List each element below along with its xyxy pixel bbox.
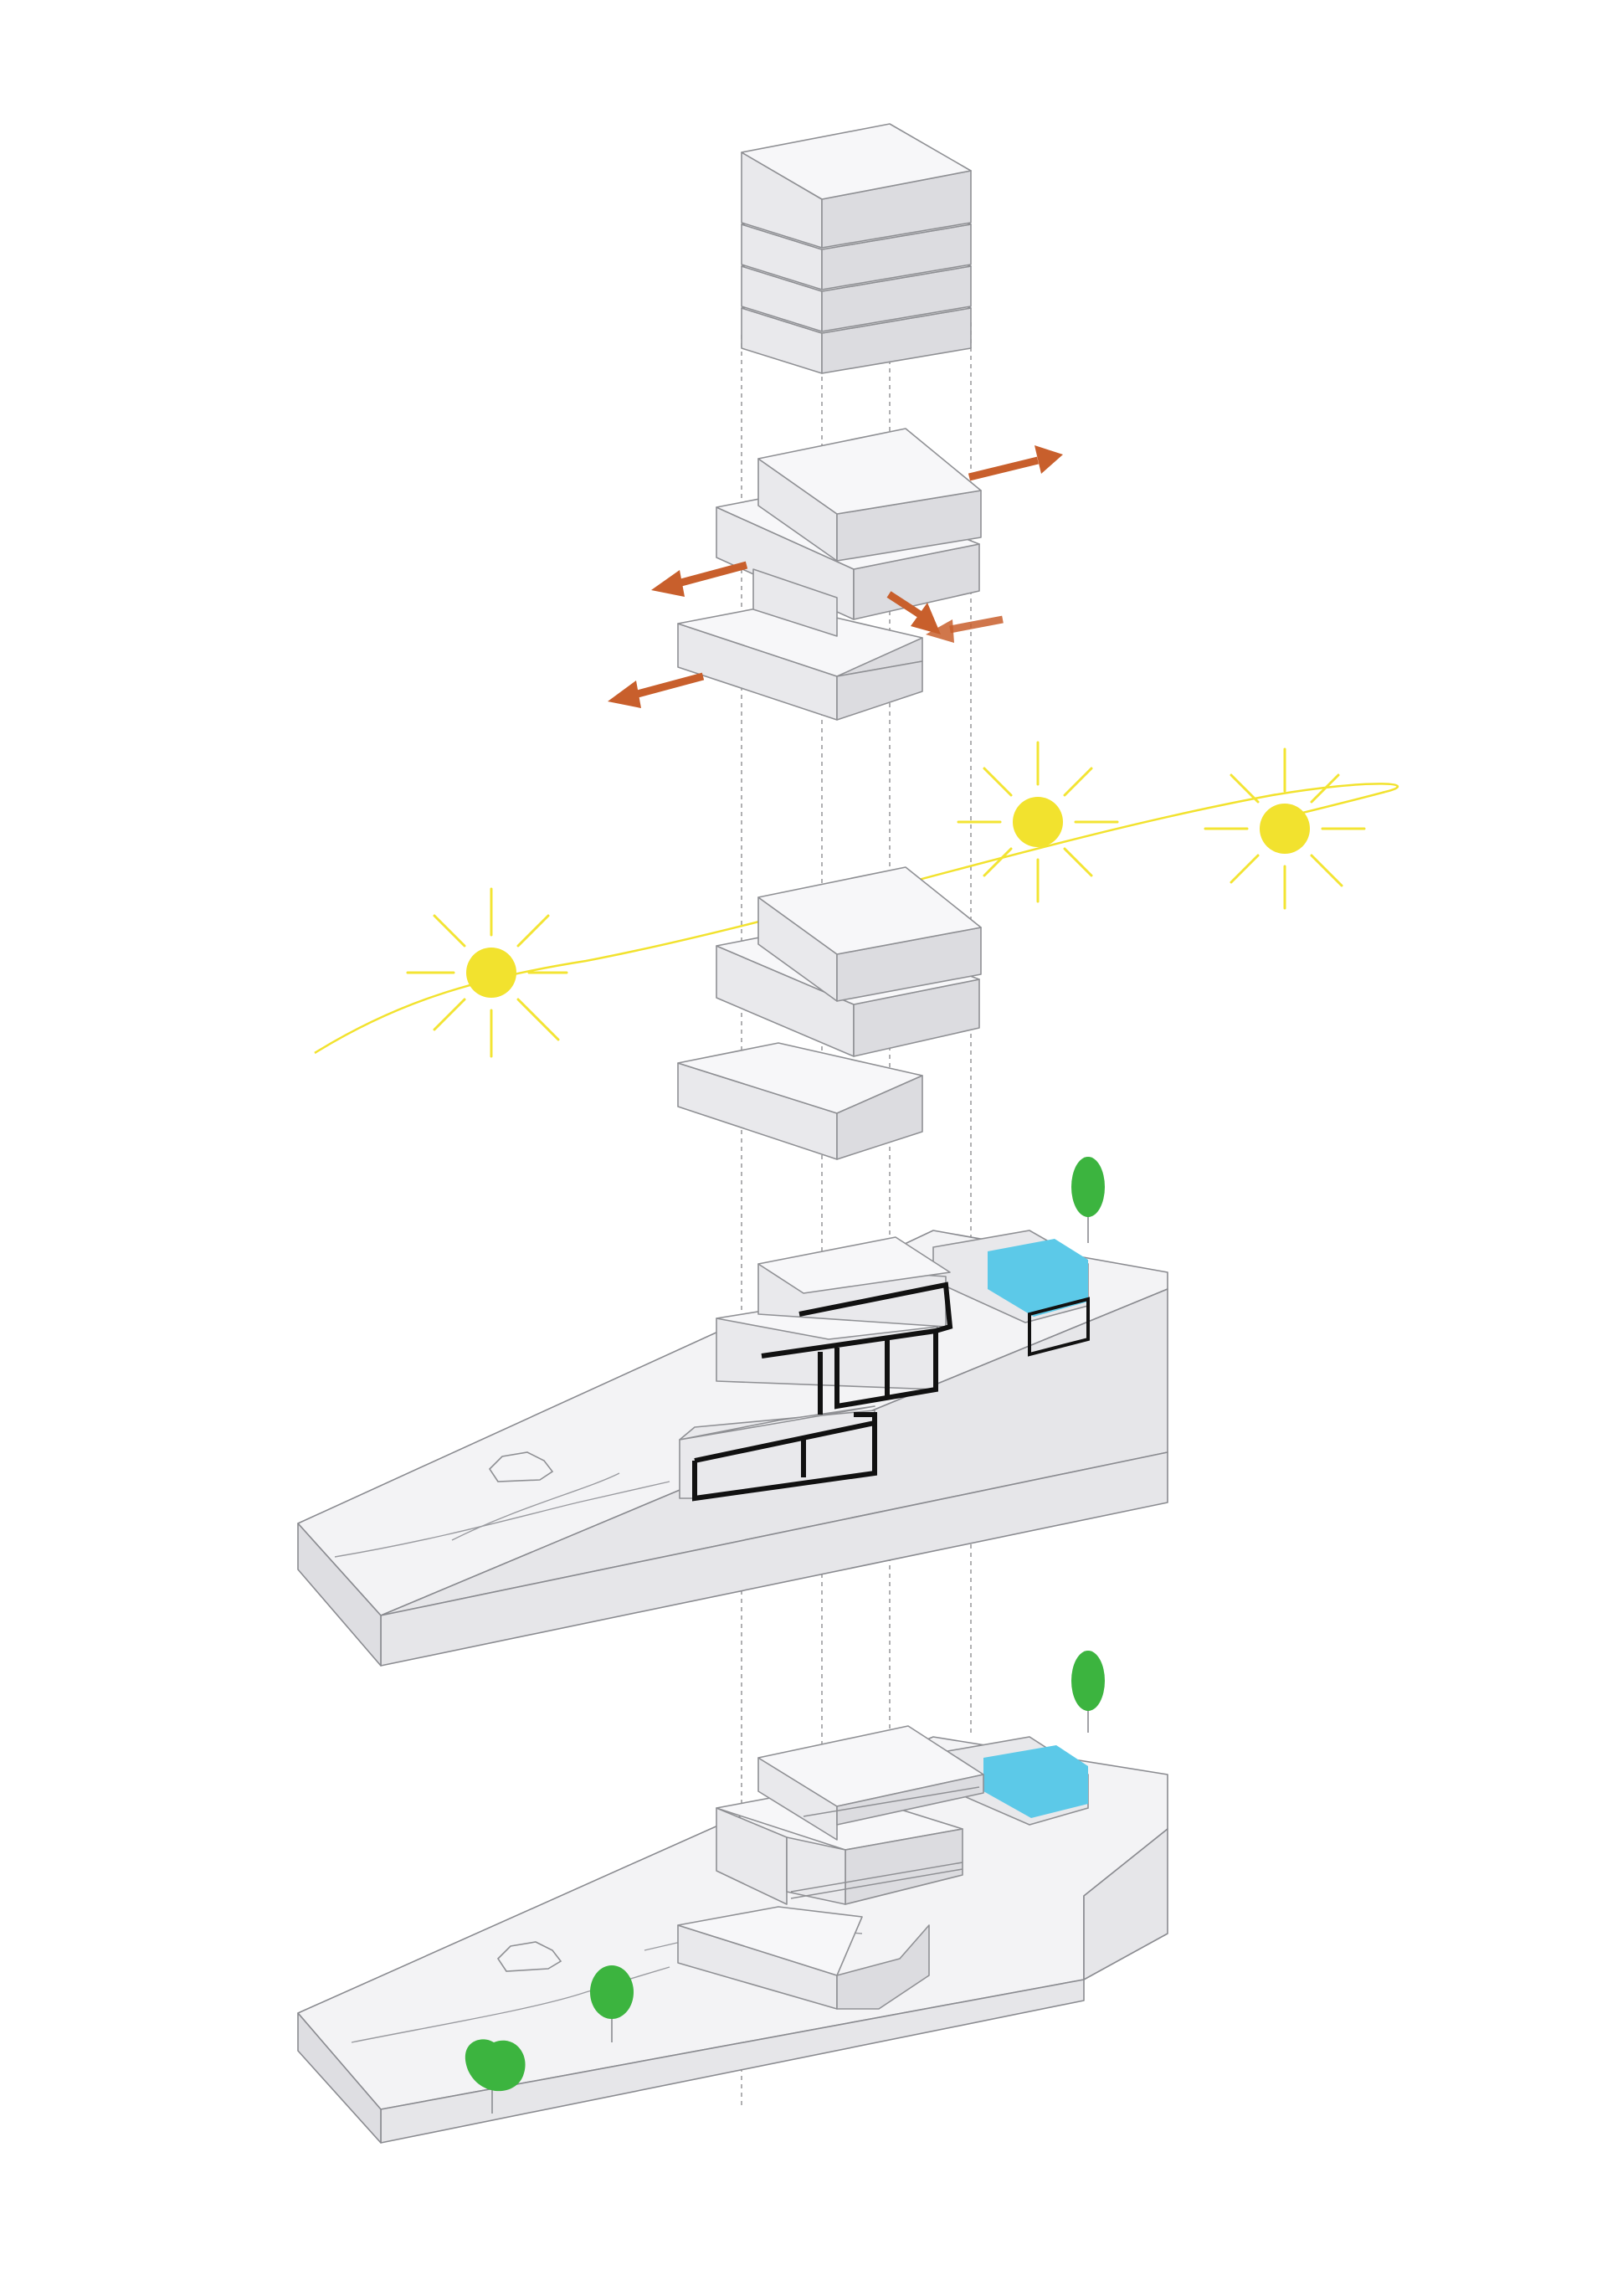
arrow-icon [926,615,1004,643]
stage-sun-orientation [314,741,1399,1160]
sun-icon [1204,747,1366,910]
final-volume-top [757,1725,984,1841]
final-retaining-wall [1083,1828,1168,1980]
tree-icon [465,2039,526,2114]
pool-icon [932,1230,1090,1357]
shifted-volume-top [757,428,982,562]
tree-icon [1071,1157,1105,1243]
shifted-volume-bottom [677,604,923,721]
tree-icon [590,1965,634,2042]
stage-shifted-volumes [608,428,1063,721]
sun-volume-bottom [677,1042,923,1160]
sun-icon [406,887,568,1058]
arrow-icon [651,561,748,597]
terrain-end-face [297,1523,382,1667]
arrow-icon [886,591,941,634]
car-icon [496,1941,562,1972]
sun-icon [957,741,1119,903]
car-icon [488,1451,554,1482]
stage-site-section [297,1157,1168,1667]
volume-slab-1 [741,123,972,249]
stage-final-building [297,1651,1168,2144]
pool-icon [932,1736,1089,1826]
sun-volume-top [757,866,982,1002]
stage-stacked-volumes [741,123,972,374]
section-cut-upper [798,1282,953,1333]
final-terrain-end [297,2012,382,2144]
arrow-icon [968,445,1063,481]
final-volume-bottom [677,1906,863,2010]
building-section [679,1236,953,1502]
arrow-icon [608,672,705,708]
section-cut-middle [761,1328,938,1410]
tree-icon [1071,1651,1105,1733]
section-cut-lower [692,1420,877,1502]
